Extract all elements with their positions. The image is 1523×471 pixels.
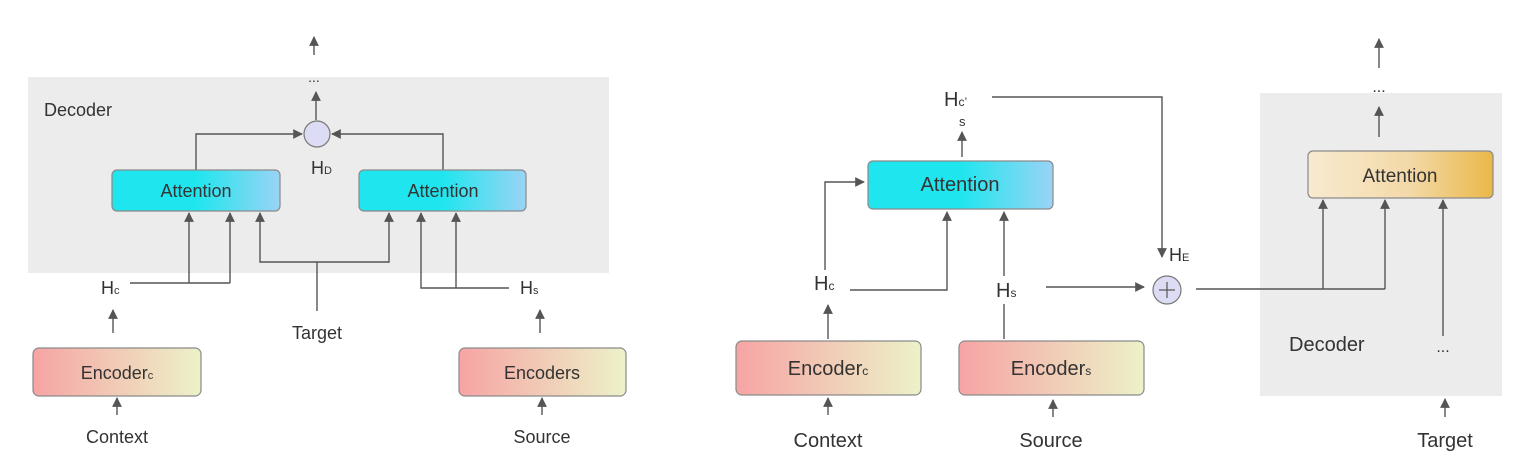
right-top-ellipsis: ... <box>1372 79 1385 96</box>
left-encoder-s-label: Encoders <box>504 363 580 383</box>
left-context-label: Context <box>86 427 148 447</box>
right-encoder-s-label: Encoders <box>1011 358 1092 380</box>
right-encoder-s-box <box>958 340 1145 396</box>
left-decoder-label: Decoder <box>44 100 112 120</box>
left-combine-node <box>303 120 331 148</box>
left-hs-to-attn2-a <box>416 212 509 289</box>
right-hcs-to-he-arrow <box>992 96 1167 258</box>
right-he-label: HE <box>1169 245 1189 265</box>
right-decoder-panel <box>1260 93 1502 396</box>
right-attention-label: Attention <box>921 174 1000 196</box>
left-attn2-to-combine <box>331 129 444 172</box>
right-diagram: Hc’ s Attention Hc Hs HE Encoderc Encode… <box>735 38 1502 452</box>
right-decoder-attention-box <box>1307 150 1494 199</box>
left-encoder-c-label: Encoderc <box>81 363 154 383</box>
left-top-ellipsis: ... <box>308 69 320 85</box>
right-decoder-ellipsis: ... <box>1436 339 1449 356</box>
left-hc-label: Hc <box>101 278 120 298</box>
left-encoder-c-box <box>32 347 202 397</box>
left-attention-label-1: Attention <box>160 181 231 201</box>
right-hc-label: Hc <box>814 273 834 295</box>
right-hc-to-attn-left <box>824 177 865 270</box>
right-encoder-c-label: Encoderc <box>788 358 869 380</box>
right-hs-label: Hs <box>996 280 1016 302</box>
right-hcs-label: Hc’ <box>944 89 967 111</box>
left-hs-label: Hs <box>520 278 539 298</box>
left-source-label: Source <box>513 427 570 447</box>
left-target-label: Target <box>292 323 342 343</box>
left-target-to-attn1 <box>255 212 317 263</box>
left-hd-label: HD <box>311 158 332 178</box>
right-source-label: Source <box>1019 430 1082 452</box>
left-attention-box-2 <box>358 169 527 212</box>
left-attention-label-2: Attention <box>407 181 478 201</box>
left-attn1-to-combine <box>195 129 303 172</box>
right-target-label: Target <box>1417 430 1473 452</box>
right-encoder-c-box <box>735 340 922 396</box>
right-hc-to-attn-bottom <box>850 211 952 291</box>
left-attention-box-1 <box>111 169 281 212</box>
left-encoder-s-box <box>458 347 627 397</box>
right-attention-box <box>867 160 1054 210</box>
left-diagram: Decoder ... HD Attention Attention Hc Ta… <box>28 36 627 447</box>
right-decoder-attention-label: Attention <box>1363 166 1438 187</box>
right-hcs-sub-s: s <box>959 114 966 129</box>
left-target-to-attn2 <box>317 212 394 263</box>
right-context-label: Context <box>794 430 863 452</box>
right-decoder-label: Decoder <box>1289 334 1365 356</box>
